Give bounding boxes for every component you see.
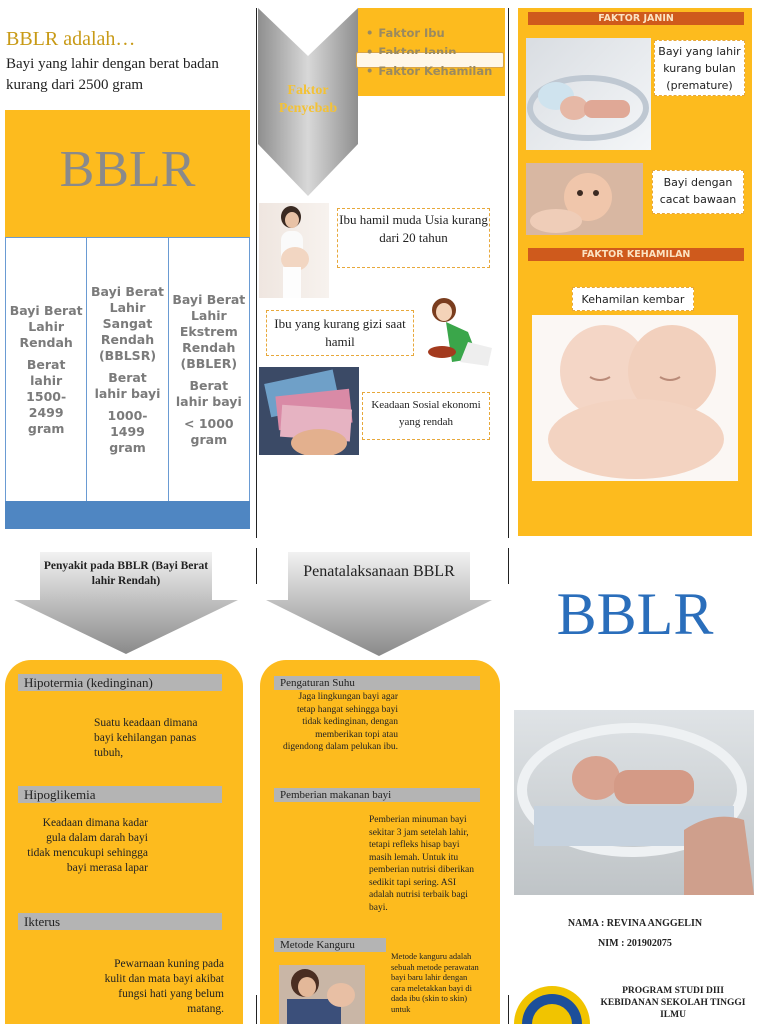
type-col-bblsr: Bayi Berat Lahir Sangat Rendah (BBLSR) B… <box>87 238 169 501</box>
birth-defect-baby-photo <box>526 163 643 235</box>
type-weight-label: Berat lahir bayi <box>94 369 161 401</box>
section-hipoglikemia-body: Keadaan dimana kadar gula dalam darah ba… <box>27 817 148 874</box>
chevron-down-arrow <box>258 8 358 196</box>
divider-5 <box>256 995 257 1024</box>
cause-socioeconomic: Keadaan Sosial ekonomi yang rendah <box>362 392 490 440</box>
sick-woman-illustration <box>422 292 494 374</box>
student-nim: NIM : 201902075 <box>598 938 672 949</box>
divider-1 <box>256 8 257 538</box>
type-weight-label: Berat lahir bayi <box>175 377 242 409</box>
type-weight-label: Berat lahir <box>26 356 66 388</box>
section-suhu-body: Jaga lingkungan bayi agar tetap hangat s… <box>282 692 398 752</box>
cause-young-mother: Ibu hamil muda Usia kurang dari 20 tahun <box>337 208 490 268</box>
factor-item-janin: •Faktor Janin <box>366 45 456 54</box>
type-name: Bayi Berat Lahir Ekstrem Rendah (BBLER) <box>172 291 246 371</box>
twins-photo <box>532 315 738 481</box>
cover-title: BBLR <box>556 581 714 647</box>
faktor-janin-header: FAKTOR JANIN <box>528 12 744 25</box>
money-photo <box>259 367 359 455</box>
student-name: NAMA : REVINA ANGGELIN <box>567 918 703 929</box>
twins-label: Kehamilan kembar <box>572 287 694 311</box>
pregnant-woman-photo <box>259 203 329 298</box>
definition-title: BBLR adalah… <box>6 28 136 50</box>
definition-text: Bayi yang lahir dengan berat badan kuran… <box>6 56 219 93</box>
penyakit-arrow <box>14 552 238 654</box>
factor-item-label: Faktor Ibu <box>378 26 445 40</box>
factor-item-label: Faktor Kehamilan <box>378 64 493 78</box>
kangaroo-care-photo <box>279 965 365 1024</box>
divider-4 <box>508 548 509 584</box>
type-weight: 1000-1499 gram <box>107 407 148 455</box>
section-makanan-body: Pemberian minuman bayi sekitar 3 jam set… <box>369 815 474 913</box>
section-hipotermia-body: Suatu keadaan dimana bayi kehilangan pan… <box>94 717 198 759</box>
type-weight: 1500-2499 gram <box>26 388 67 436</box>
penatalaksanaan-card <box>260 660 500 1024</box>
divider-2 <box>508 8 509 538</box>
penatalaksanaan-arrow <box>266 552 492 656</box>
type-col-bblr: Bayi Berat Lahir Rendah Berat lahir 1500… <box>6 238 88 501</box>
type-weight: < 1000 gram <box>184 415 234 447</box>
study-program: PROGRAM STUDI DIII KEBIDANAN SEKOLAH TIN… <box>600 986 746 1020</box>
birth-defect-label: Bayi dengan cacat bawaan <box>652 170 744 214</box>
faktor-penyebab-label: Faktor Penyebab <box>278 83 338 116</box>
school-logo <box>512 980 592 1024</box>
cause-malnutrition: Ibu yang kurang gizi saat hamil <box>266 310 414 356</box>
bblr-banner: BBLR <box>5 110 250 237</box>
divider-6 <box>508 995 509 1024</box>
factor-highlight <box>356 52 504 68</box>
factor-item-kehamilan: •Faktor Kehamilan <box>366 64 493 78</box>
penyakit-card <box>5 660 243 1024</box>
section-kanguru-body: Metode kanguru adalah sebuah metode pera… <box>391 951 479 1014</box>
divider-3 <box>256 548 257 584</box>
section-hipoglikemia-title: Hipoglikemia <box>18 786 222 803</box>
faktor-kehamilan-header: FAKTOR KEHAMILAN <box>528 248 744 261</box>
factor-item-label: Faktor Janin <box>378 45 457 54</box>
penyakit-label: Penyakit pada BBLR (Bayi Berat lahir Ren… <box>43 560 209 587</box>
bblr-banner-text: BBLR <box>59 141 196 198</box>
type-name: Bayi Berat Lahir Rendah <box>9 302 83 350</box>
section-ikterus-body: Pewarnaan kuning pada kulit dan mata bay… <box>104 958 224 1015</box>
section-suhu-title: Pengaturan Suhu <box>274 676 480 690</box>
penatalaksanaan-label: Penatalaksanaan BBLR <box>303 563 455 580</box>
section-ikterus-title: Ikterus <box>18 913 222 930</box>
type-name: Bayi Berat Lahir Sangat Rendah (BBLSR) <box>91 283 164 363</box>
type-col-bbler: Bayi Berat Lahir Ekstrem Rendah (BBLER) … <box>169 238 249 501</box>
incubator-baby-photo <box>514 710 754 895</box>
premature-baby-photo <box>526 38 651 150</box>
bblr-type-table: Bayi Berat Lahir Rendah Berat lahir 1500… <box>5 237 250 501</box>
section-kanguru-title: Metode Kanguru <box>274 938 386 952</box>
factor-item-ibu: •Faktor Ibu <box>366 26 445 40</box>
section-makanan-title: Pemberian makanan bayi <box>274 788 480 802</box>
section-hipotermia-title: Hipotermia (kedinginan) <box>18 674 222 691</box>
premature-label: Bayi yang lahir kurang bulan (premature) <box>654 40 745 96</box>
blue-footer-bar <box>5 501 250 529</box>
